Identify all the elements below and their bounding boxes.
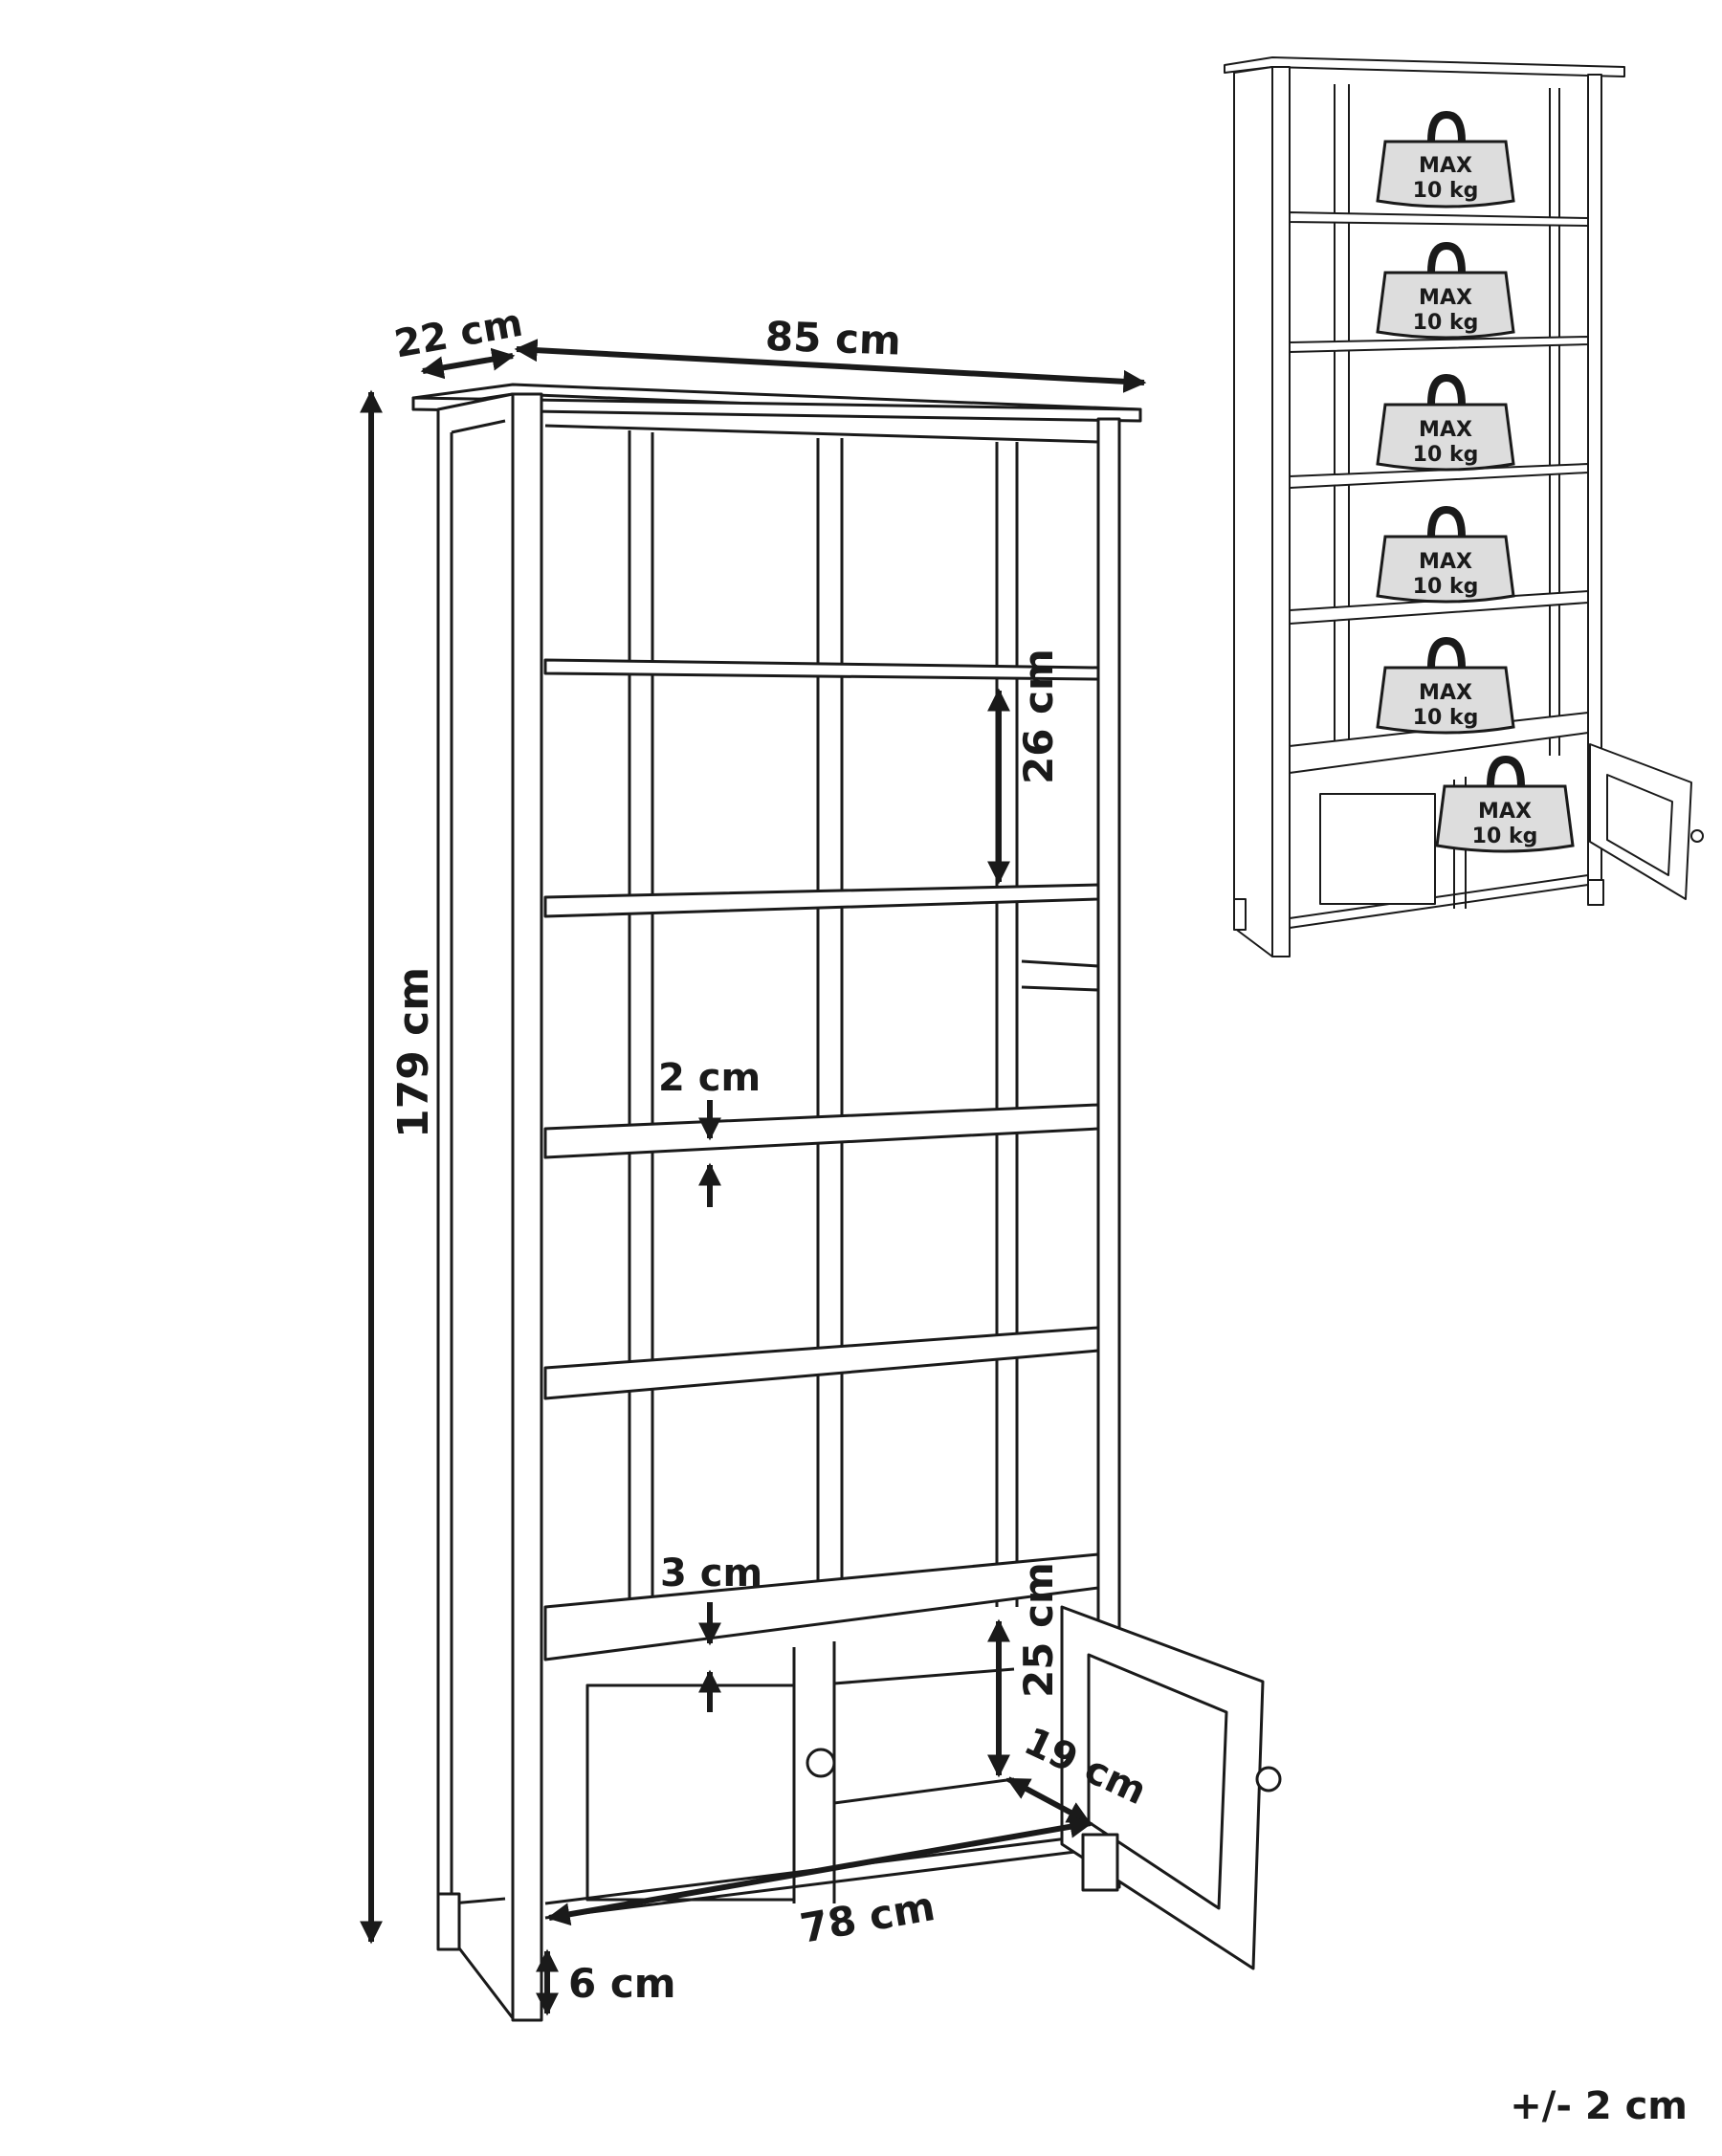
height-label: 179 cm — [389, 967, 438, 1138]
weight-4-line1: MAX — [1419, 550, 1472, 574]
weight-4-line2: 10 kg — [1413, 575, 1479, 599]
shelf-gap-label: 26 cm — [1015, 649, 1062, 784]
weight-1-line2: 10 kg — [1413, 179, 1479, 203]
shelf-3 — [543, 1103, 1100, 1159]
weight-2: MAX 10 kg — [1376, 241, 1515, 340]
weight-2-line1: MAX — [1419, 286, 1472, 310]
weight-1: MAX 10 kg — [1376, 110, 1515, 209]
cabinet-height-label: 25 cm — [1015, 1562, 1062, 1698]
weight-5: MAX 10 kg — [1376, 636, 1515, 735]
weight-2-line2: 10 kg — [1413, 311, 1479, 335]
bookcase-main-drawing — [411, 383, 1142, 2022]
tolerance-note: +/- 2 cm — [1510, 2084, 1688, 2128]
shelf-thickness-label: 2 cm — [658, 1056, 761, 1100]
cabinet-knob — [806, 1748, 836, 1778]
weight-5-line1: MAX — [1419, 681, 1472, 705]
shelf-4 — [543, 1326, 1100, 1400]
weight-3: MAX 10 kg — [1376, 373, 1515, 472]
shelf-2 — [543, 883, 1100, 918]
dimension-arrows — [360, 339, 1147, 2016]
base-shelf-thickness-label: 3 cm — [660, 1551, 762, 1595]
weight-6-line2: 10 kg — [1472, 825, 1538, 848]
weight-1-line1: MAX — [1419, 154, 1472, 178]
weight-6-line1: MAX — [1478, 800, 1532, 824]
inner-width-label: 78 cm — [797, 1882, 938, 1952]
weight-3-line2: 10 kg — [1413, 443, 1479, 467]
width-label: 85 cm — [764, 313, 901, 364]
weight-6: MAX 10 kg — [1435, 755, 1575, 853]
weight-5-line2: 10 kg — [1413, 706, 1479, 730]
shelves — [543, 658, 1100, 1661]
leg-height-label: 6 cm — [568, 1960, 676, 2007]
weight-3-line1: MAX — [1419, 418, 1472, 442]
shelf-5-base — [543, 1552, 1100, 1661]
shelf-1 — [543, 658, 1100, 681]
weight-4: MAX 10 kg — [1376, 505, 1515, 604]
